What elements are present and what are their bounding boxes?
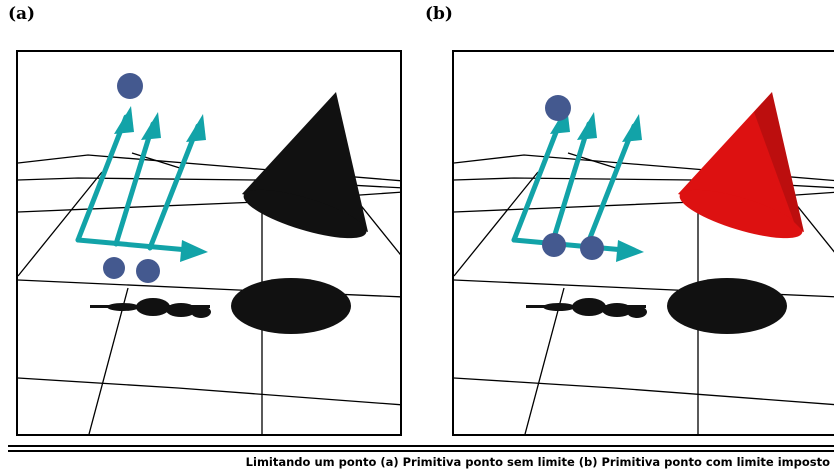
panel-a-scene (18, 73, 400, 434)
spheres (103, 73, 160, 283)
point-shadow (526, 298, 647, 318)
arrow-heads (114, 106, 208, 262)
axis-arrows (75, 114, 201, 253)
spheres (542, 95, 604, 260)
cone-shadow (231, 278, 351, 334)
panel-b-scene (454, 92, 834, 434)
axis-arrows (511, 114, 637, 253)
cone (678, 92, 804, 239)
cone-shadow (667, 278, 787, 334)
panel-b-label: (b) (425, 4, 453, 24)
figure-caption: Limitando um ponto (a) Primitiva ponto s… (245, 455, 830, 469)
panel-b-viewport (452, 50, 834, 436)
panel-a-label: (a) (8, 4, 36, 24)
point-shadow (90, 298, 211, 318)
caption-rule-bottom (8, 450, 834, 452)
cone (242, 92, 368, 239)
caption-rule-top (8, 445, 834, 447)
panel-a-viewport (16, 50, 402, 436)
